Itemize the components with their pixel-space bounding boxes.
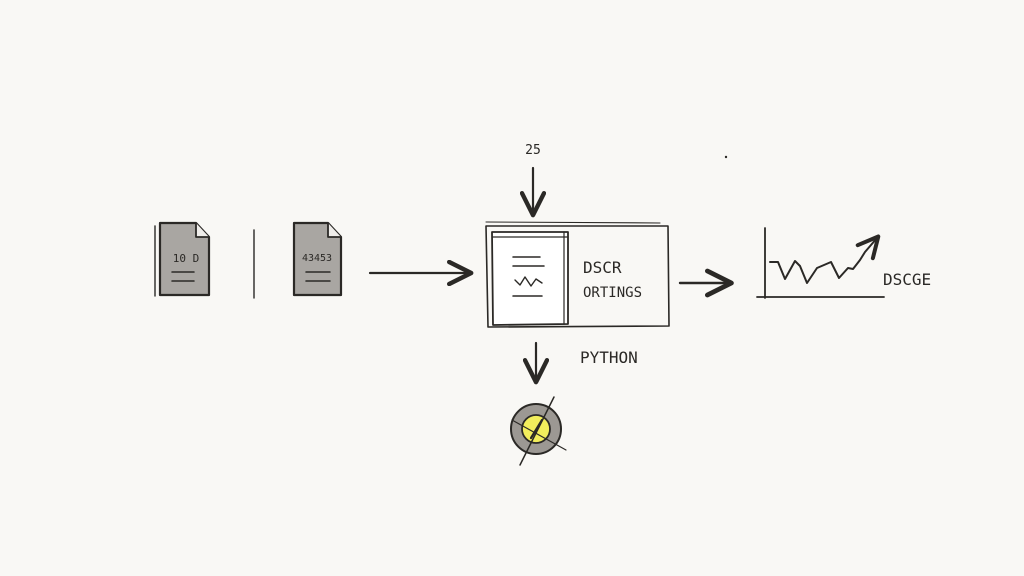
process-title: DSCR [583,258,622,277]
document-icon-2: 43453 [292,221,343,297]
ink-dot [724,155,728,159]
process-subtitle: ORTINGS [583,285,642,301]
document-1-label: 10 D [173,252,200,265]
document-icon-1: 10 D [154,221,211,297]
document-2-label: 43453 [302,253,332,264]
input-label: 25 [525,143,541,158]
process-box: DSCR ORTINGS [485,221,670,328]
gauge-icon [510,396,567,466]
output-chart-icon: DSCGE [756,227,931,299]
tool-label: PYTHON [580,348,638,367]
output-label: DSCGE [883,270,931,289]
